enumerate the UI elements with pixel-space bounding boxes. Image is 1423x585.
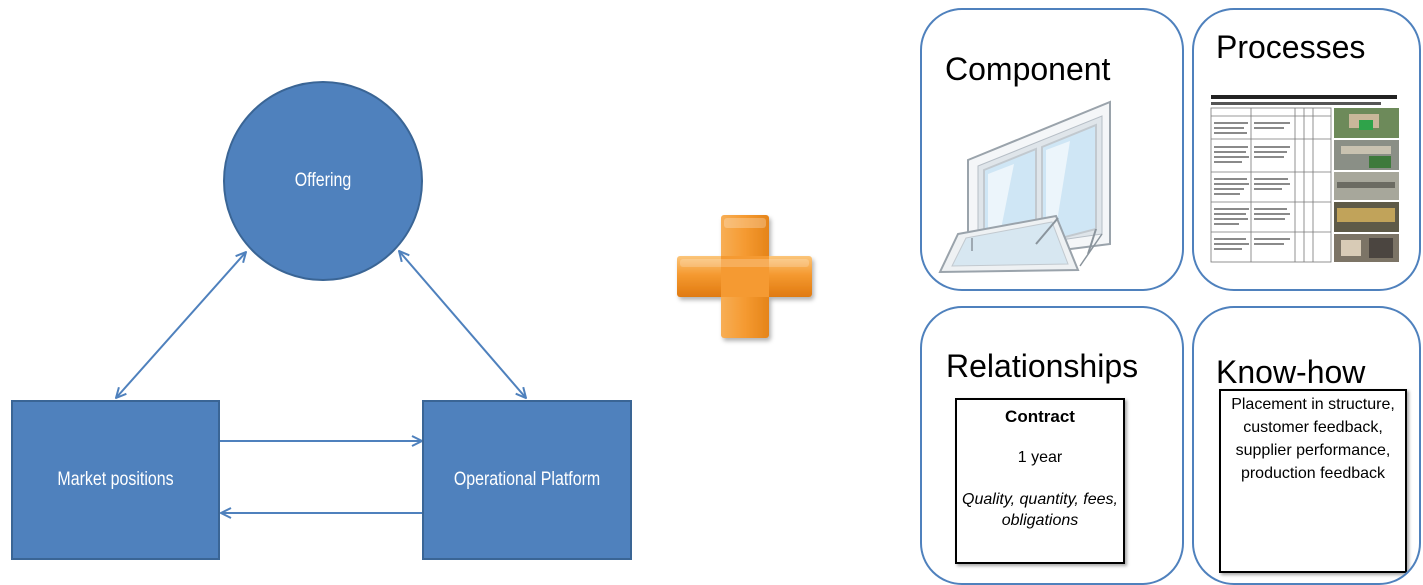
knowhow-title: Know-how xyxy=(1216,354,1366,390)
relationships-title: Relationships xyxy=(946,348,1139,384)
knowhow-text: Placement in structure, customer feedbac… xyxy=(1231,396,1395,482)
processes-title: Processes xyxy=(1216,29,1366,65)
relationships-panel: Relationships Contract 1 year Quality, q… xyxy=(920,306,1184,585)
plus-icon xyxy=(677,215,812,338)
offering-node xyxy=(223,81,423,281)
operational-platform-label: Operational Platform xyxy=(453,469,601,490)
knowhow-panel: Know-how Placement in structure, custome… xyxy=(1192,306,1421,585)
knowhow-box: Placement in structure, customer feedbac… xyxy=(1219,389,1407,573)
component-panel: Component xyxy=(920,8,1184,291)
process-document-thumbnail xyxy=(1209,94,1401,264)
market-positions-label: Market positions xyxy=(57,469,174,490)
contract-terms: Quality, quantity, fees, obligations xyxy=(962,491,1118,529)
operational-platform-node xyxy=(422,400,632,560)
arrow-offering-market xyxy=(116,252,246,398)
window-icon xyxy=(938,100,1111,274)
component-title: Component xyxy=(945,51,1111,87)
contract-box: Contract 1 year Quality, quantity, fees,… xyxy=(955,398,1125,564)
processes-panel: Processes xyxy=(1192,8,1421,291)
contract-title: Contract xyxy=(1005,407,1075,426)
contract-term: 1 year xyxy=(1017,449,1063,466)
market-positions-node xyxy=(11,400,220,560)
offering-label: Offering xyxy=(294,170,352,191)
arrow-offering-platform xyxy=(399,251,526,398)
